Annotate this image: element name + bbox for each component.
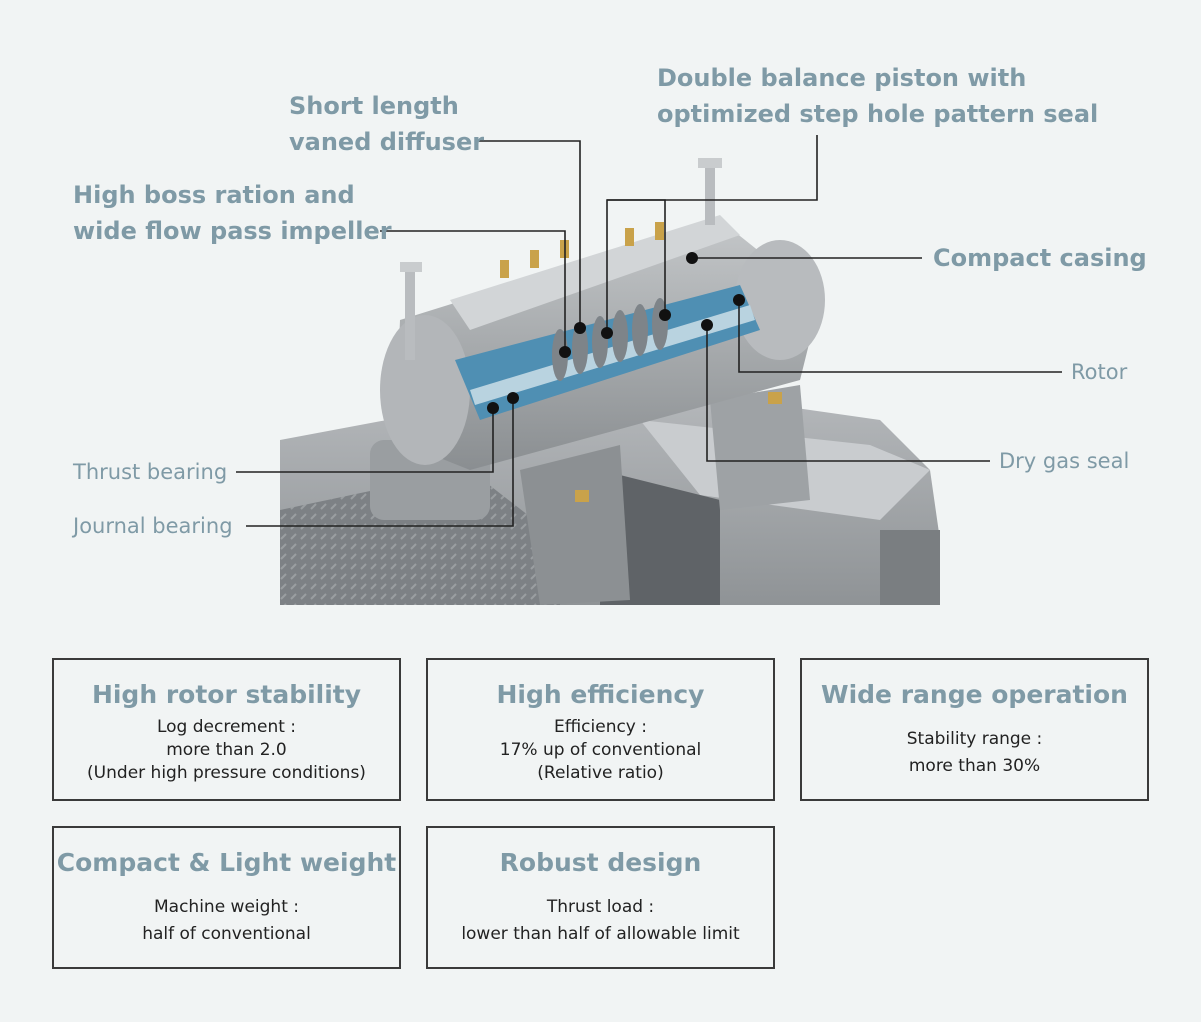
feature-box-efficiency: High efficiency Efficiency : 17% up of c…: [426, 658, 775, 801]
feature-line: 17% up of conventional: [499, 740, 702, 760]
label-thrust-bearing: Thrust bearing: [73, 460, 228, 484]
feature-line: more than 30%: [908, 756, 1041, 776]
feature-line: (Relative ratio): [537, 763, 664, 783]
feature-title: Wide range operation: [821, 680, 1128, 709]
label-casing: Compact casing: [933, 244, 1147, 272]
label-balance-piston: Double balance piston with optimized ste…: [657, 64, 1099, 128]
leader-dots: [487, 252, 745, 414]
bolts-and-nozzles: [400, 158, 782, 502]
feature-line: Thrust load :: [546, 897, 655, 917]
leader-impeller: [380, 230, 566, 352]
feature-box-compact: Compact & Light weight Machine weight : …: [52, 826, 401, 969]
leader-vaned-diffuser: [475, 140, 581, 328]
leader-balance-piston-2: [607, 199, 666, 315]
feature-title: High efficiency: [496, 680, 705, 709]
feature-line: Log decrement :: [156, 717, 297, 737]
leader-journal-bearing: [246, 398, 514, 527]
label-impeller: High boss ration and wide flow pass impe…: [73, 181, 392, 245]
leader-rotor: [738, 300, 1062, 373]
feature-box-rotor-stability: High rotor stability Log decrement : mor…: [52, 658, 401, 801]
feature-title: Robust design: [499, 848, 702, 877]
leader-thrust-bearing: [236, 408, 494, 473]
feature-line: Machine weight :: [153, 897, 299, 917]
feature-title: High rotor stability: [91, 680, 362, 709]
feature-box-wide-range: Wide range operation Stability range : m…: [800, 658, 1149, 801]
feature-line: lower than half of allowable limit: [461, 924, 740, 944]
leader-balance-piston: [606, 135, 818, 333]
cutaway-section: [455, 285, 760, 420]
feature-line: Stability range :: [906, 729, 1043, 749]
label-rotor: Rotor: [1071, 360, 1128, 384]
label-journal-bearing: Journal bearing: [73, 514, 233, 538]
compressor-cutaway-illustration: [236, 135, 1062, 605]
leader-lines: [236, 135, 1062, 527]
feature-line: half of conventional: [142, 924, 311, 944]
feature-title: Compact & Light weight: [56, 848, 397, 877]
label-vaned-diffuser: Short length vaned diffuser: [289, 92, 485, 156]
feature-line: Efficiency :: [553, 717, 648, 737]
feature-box-robust: Robust design Thrust load : lower than h…: [426, 826, 775, 969]
feature-line: more than 2.0: [166, 740, 287, 760]
label-dry-gas-seal: Dry gas seal: [999, 449, 1130, 473]
feature-line: (Under high pressure conditions): [87, 763, 366, 783]
leader-dry-gas-seal: [706, 325, 990, 462]
